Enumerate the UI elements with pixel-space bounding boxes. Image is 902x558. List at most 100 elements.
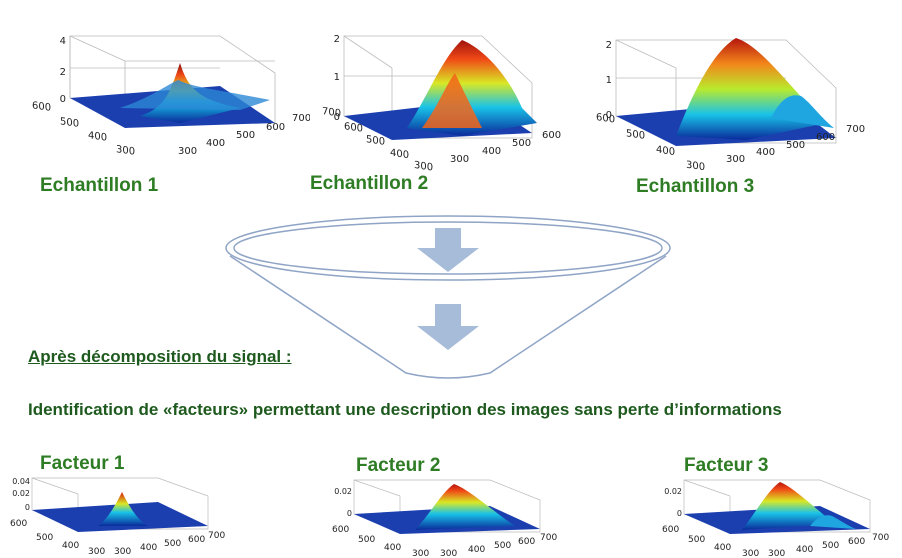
svg-text:600: 600 xyxy=(662,525,679,535)
factor-plot-1: 0.04 0.02 0 600 500 400 300 300 400 500 … xyxy=(10,477,225,557)
svg-text:400: 400 xyxy=(88,130,107,144)
y-axis-ticks: 600 500 400 300 xyxy=(662,525,759,558)
svg-text:0: 0 xyxy=(60,94,66,105)
svg-text:600: 600 xyxy=(344,121,363,135)
svg-text:0: 0 xyxy=(25,503,30,512)
svg-text:600: 600 xyxy=(596,112,615,126)
svg-text:2: 2 xyxy=(606,40,612,51)
y-axis-ticks: 600 500 400 300 xyxy=(10,519,105,557)
svg-text:600: 600 xyxy=(32,100,51,114)
surface-main xyxy=(676,38,826,140)
svg-text:500: 500 xyxy=(358,535,375,545)
svg-text:600: 600 xyxy=(332,525,349,535)
svg-text:300: 300 xyxy=(726,154,745,165)
svg-text:300: 300 xyxy=(114,547,131,557)
sample-plot-3: 2 1 0 600 500 400 300 300 400 500 600 70… xyxy=(596,38,865,173)
surface-shoulder xyxy=(810,515,856,529)
sample-label-3: Echantillon 3 xyxy=(636,176,755,197)
funnel-diagram xyxy=(225,215,671,379)
sample-label-2: Echantillon 2 xyxy=(310,173,429,194)
svg-text:500: 500 xyxy=(60,116,79,130)
svg-text:700: 700 xyxy=(540,533,557,543)
y-axis-ticks: 700 600 500 400 300 xyxy=(322,106,433,173)
svg-text:400: 400 xyxy=(384,543,401,553)
svg-text:600: 600 xyxy=(10,519,27,529)
factor-label-1: Facteur 1 xyxy=(40,453,125,474)
svg-text:400: 400 xyxy=(714,543,731,553)
surface-peak xyxy=(98,492,148,526)
svg-text:700: 700 xyxy=(872,533,889,543)
svg-text:400: 400 xyxy=(390,148,409,162)
svg-text:600: 600 xyxy=(542,130,561,141)
z-axis-ticks: 2 1 0 xyxy=(606,40,612,121)
surface-main xyxy=(415,484,515,530)
down-arrow-icon xyxy=(417,304,479,350)
funnel-body xyxy=(229,255,667,379)
factor-label-3: Facteur 3 xyxy=(684,455,769,476)
sample-plot-2: 2 1 0 700 600 500 400 300 300 400 500 60… xyxy=(322,34,561,173)
z-axis-ticks: 0.02 0 xyxy=(334,487,352,518)
surface-secondary xyxy=(422,73,482,128)
svg-text:0.02: 0.02 xyxy=(334,487,352,496)
svg-text:400: 400 xyxy=(62,541,79,551)
svg-text:400: 400 xyxy=(796,545,813,555)
svg-text:300: 300 xyxy=(412,549,429,558)
x-axis-ticks: 300 400 500 600 700 xyxy=(114,531,225,557)
svg-text:600: 600 xyxy=(816,132,835,143)
svg-text:0.02: 0.02 xyxy=(12,489,30,498)
svg-text:300: 300 xyxy=(116,144,135,158)
svg-text:300: 300 xyxy=(440,549,457,558)
x-axis-ticks: 300 400 500 600 700 xyxy=(726,124,865,165)
x-axis-ticks: 300 400 500 600 700 xyxy=(768,533,889,558)
svg-text:0: 0 xyxy=(334,112,340,123)
decomposition-title: Après décomposition du signal : xyxy=(28,347,292,366)
svg-text:0.02: 0.02 xyxy=(664,487,682,496)
svg-text:300: 300 xyxy=(178,146,197,157)
x-axis-ticks: 300 400 500 600 xyxy=(450,130,561,165)
svg-text:400: 400 xyxy=(482,146,501,157)
funnel-rim-inner xyxy=(233,221,663,275)
z-axis-ticks: 2 1 0 xyxy=(334,34,340,123)
svg-text:1: 1 xyxy=(334,72,340,83)
svg-text:500: 500 xyxy=(822,541,839,551)
svg-text:500: 500 xyxy=(36,533,53,543)
svg-text:2: 2 xyxy=(334,34,340,45)
x-axis-ticks: 300 400 500 600 700 xyxy=(440,533,557,558)
svg-text:0.04: 0.04 xyxy=(12,477,30,486)
svg-text:300: 300 xyxy=(768,549,785,558)
surface-main xyxy=(742,482,835,530)
svg-text:700: 700 xyxy=(322,106,341,120)
svg-text:700: 700 xyxy=(846,124,865,135)
svg-text:600: 600 xyxy=(518,537,535,547)
y-axis-ticks: 600 500 400 300 xyxy=(32,100,135,157)
svg-text:600: 600 xyxy=(266,122,285,133)
factor-label-2: Facteur 2 xyxy=(356,455,441,476)
svg-text:400: 400 xyxy=(140,543,157,553)
sample-plot-1: 4 2 0 600 500 400 300 300 400 500 600 70… xyxy=(32,35,310,158)
sample-label-1: Echantillon 1 xyxy=(40,175,159,196)
svg-text:300: 300 xyxy=(450,154,469,165)
svg-text:0: 0 xyxy=(677,509,682,518)
svg-text:0: 0 xyxy=(606,110,612,121)
down-arrow-icon xyxy=(417,228,479,272)
svg-text:400: 400 xyxy=(656,144,675,158)
svg-text:500: 500 xyxy=(512,138,531,149)
svg-text:500: 500 xyxy=(236,130,255,141)
svg-text:400: 400 xyxy=(756,147,775,158)
factor-plot-2: 0.02 0 600 500 400 300 300 400 500 600 7… xyxy=(332,479,557,558)
svg-text:300: 300 xyxy=(414,160,433,173)
factor-plot-3: 0.02 0 600 500 400 300 300 400 500 600 7… xyxy=(662,479,889,558)
z-axis-ticks: 0.04 0.02 0 xyxy=(12,477,30,512)
decomposition-description: Identification de «facteurs» permettant … xyxy=(28,400,782,419)
svg-text:0: 0 xyxy=(347,509,352,518)
svg-text:500: 500 xyxy=(688,535,705,545)
svg-text:600: 600 xyxy=(848,537,865,547)
x-axis-ticks: 300 400 500 600 700 xyxy=(178,113,310,157)
svg-text:700: 700 xyxy=(292,113,310,124)
svg-text:1: 1 xyxy=(606,75,612,86)
y-axis-ticks: 600 500 400 300 xyxy=(332,525,429,558)
svg-text:500: 500 xyxy=(786,140,805,151)
y-axis-ticks: 600 500 400 300 xyxy=(596,112,705,173)
svg-text:400: 400 xyxy=(206,138,225,149)
svg-text:600: 600 xyxy=(188,535,205,545)
